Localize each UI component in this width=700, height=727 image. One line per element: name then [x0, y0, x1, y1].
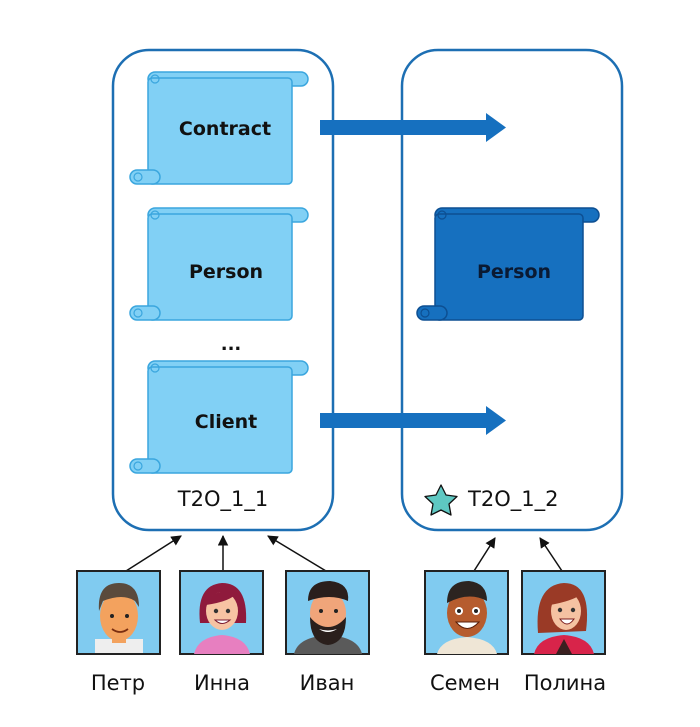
flow-arrow-client — [320, 406, 506, 435]
user-name-ivan: Иван — [300, 671, 355, 695]
avatar-ivan — [285, 570, 370, 655]
user-name-polina: Полина — [524, 671, 606, 695]
ellipsis: ... — [221, 334, 242, 355]
access-arrow-ivan — [267, 535, 327, 572]
container-label-t2o-1-1: T2O_1_1 — [177, 487, 268, 512]
star-icon — [424, 484, 458, 516]
scroll-contract: Contract — [129, 71, 309, 185]
scroll-label-client: Client — [195, 411, 257, 433]
access-arrow-polina — [539, 537, 563, 572]
avatar-semen — [424, 570, 509, 655]
access-arrow-petr — [125, 535, 182, 572]
avatar-petr — [76, 570, 161, 655]
container-t2o-1-2 — [400, 48, 624, 532]
flow-arrow-contract — [320, 113, 506, 142]
container-label-t2o-1-2: T2O_1_2 — [467, 487, 558, 512]
scroll-person-right: Person — [416, 207, 600, 321]
access-arrow-semen — [473, 537, 496, 572]
user-name-petr: Петр — [91, 671, 145, 695]
scroll-person-left: Person — [129, 207, 309, 321]
user-name-inna: Инна — [194, 671, 250, 695]
container-t2o-1-1 — [111, 48, 335, 532]
user-name-semen: Семен — [430, 671, 500, 695]
scroll-label-contract: Contract — [179, 118, 271, 140]
scroll-client: Client — [129, 360, 309, 474]
avatar-polina — [521, 570, 606, 655]
scroll-label-person-right: Person — [477, 261, 551, 283]
avatar-inna — [179, 570, 264, 655]
scroll-label-person-left: Person — [189, 261, 263, 283]
